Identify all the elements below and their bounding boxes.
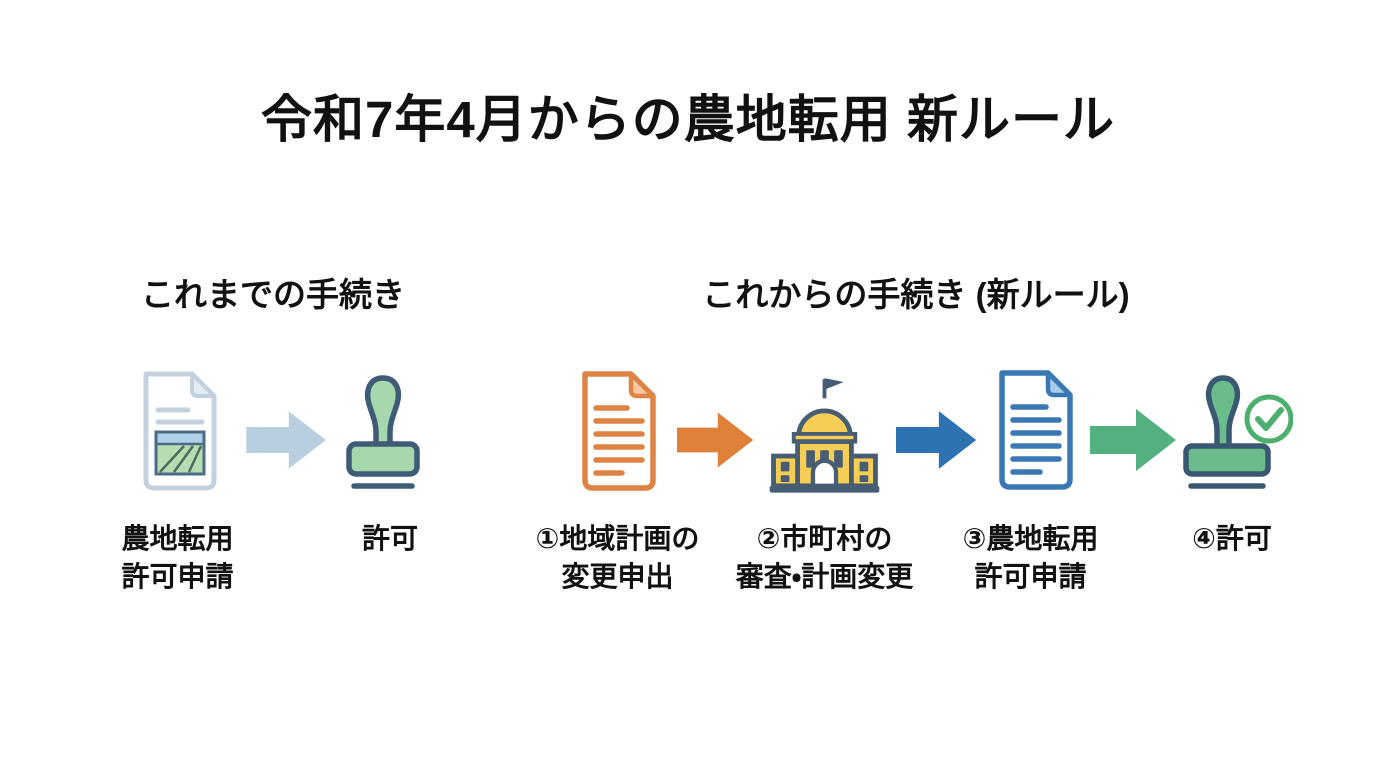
government-building-icon bbox=[762, 368, 887, 496]
arrow-right-icon bbox=[243, 403, 331, 477]
arrow-right-icon bbox=[1090, 400, 1178, 480]
arrow-right-icon bbox=[896, 400, 978, 480]
approval-stamp-icon bbox=[333, 372, 433, 494]
step-label: ④許可 bbox=[1192, 523, 1272, 554]
step-label: ②市町村の 審査・計画変更 bbox=[735, 523, 914, 592]
plan-change-document-icon bbox=[565, 366, 665, 496]
arrow-right-icon bbox=[677, 400, 755, 480]
step-label: ①地域計画の 変更申出 bbox=[535, 523, 700, 592]
step-label: ③農地転用 許可申請 bbox=[962, 523, 1099, 592]
page-title: 令和7年4月からの農地転用 新ルール bbox=[261, 91, 1115, 148]
farmland-application-document-icon bbox=[126, 366, 226, 496]
old-flow-header: これまでの手続き bbox=[141, 276, 405, 313]
step-label: 農地転用 許可申請 bbox=[121, 523, 234, 592]
step-label: 許可 bbox=[361, 523, 418, 554]
approved-stamp-check-icon bbox=[1178, 370, 1293, 495]
permit-application-document-icon bbox=[982, 364, 1082, 496]
new-flow-header: これからの手続き (新ルール) bbox=[702, 276, 1130, 313]
